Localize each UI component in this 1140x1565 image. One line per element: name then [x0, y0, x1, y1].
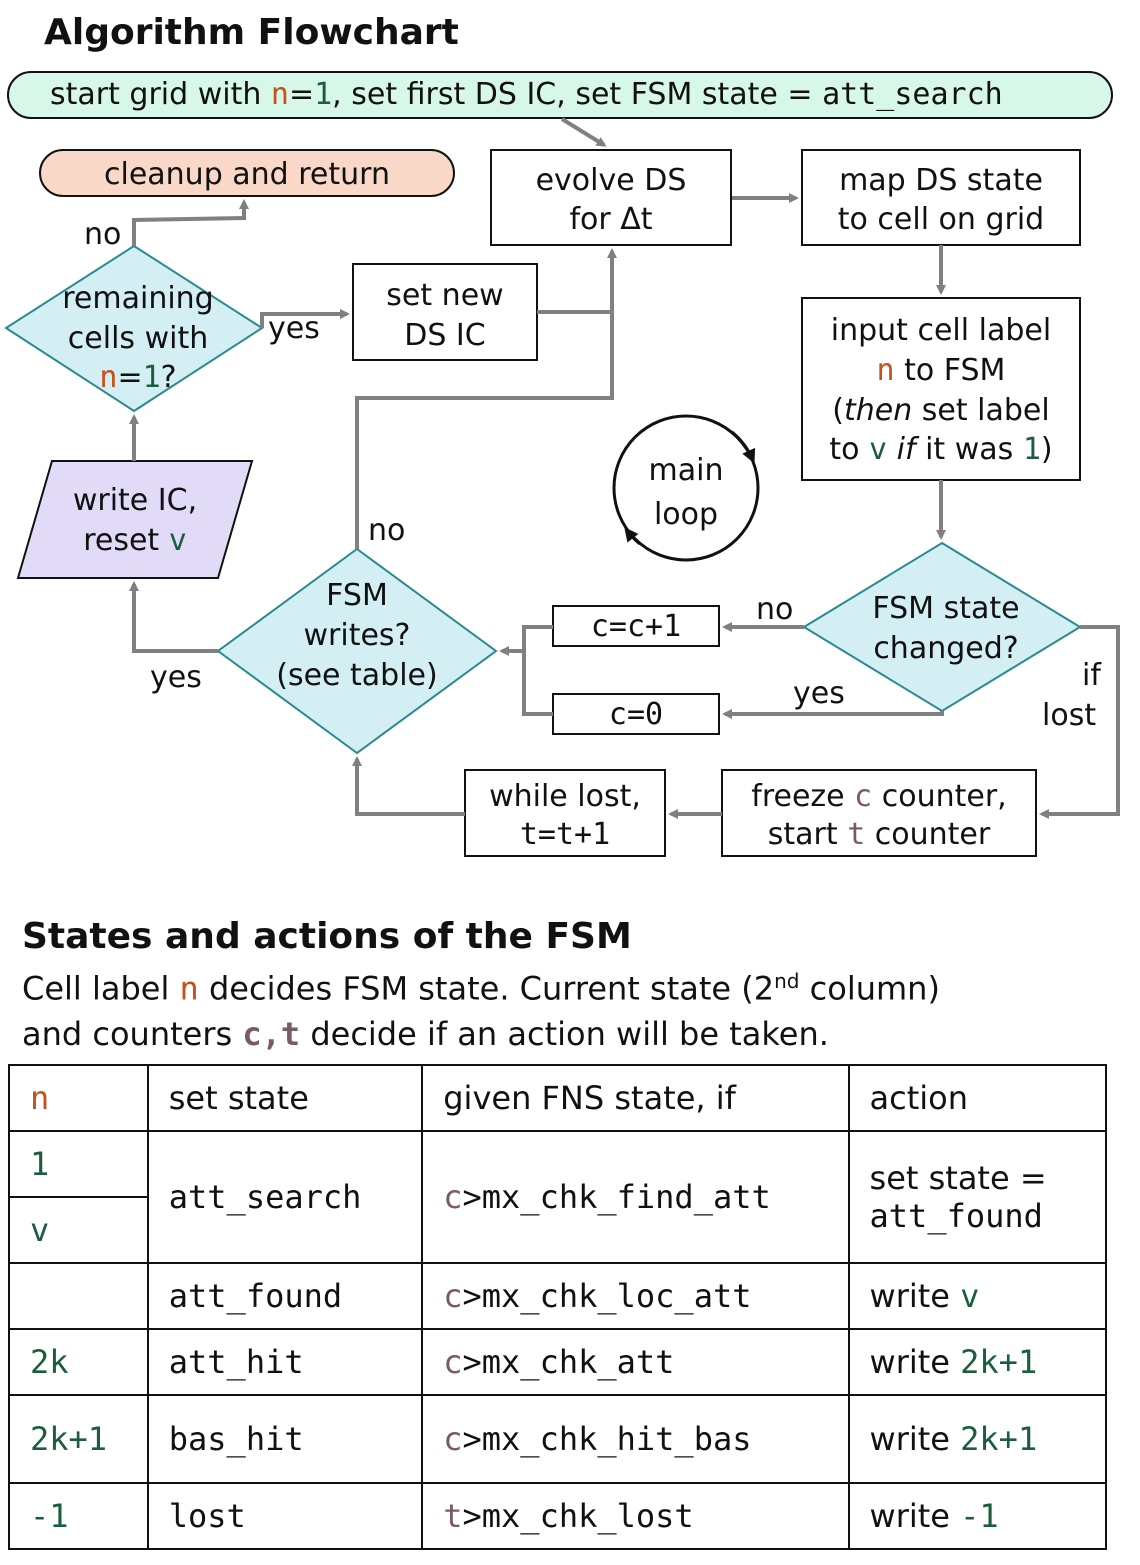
cell-state: bas_hit	[146, 1394, 424, 1484]
map-ds-line2: to cell on grid	[838, 202, 1044, 237]
cell-n	[8, 1262, 149, 1330]
c-reset-label: c=0	[609, 697, 663, 732]
set-new-ic-node	[352, 263, 538, 361]
cell-state: att_found	[146, 1262, 424, 1330]
main-loop-arrow-bottom	[624, 527, 641, 546]
fsm-writes-decision	[216, 547, 498, 755]
input-cell-line2: n to FSM	[877, 353, 1006, 388]
fsm-changed-line2: changed?	[873, 631, 1018, 666]
table-row: 2k att_hit c>mx_chk_att write 2k+1	[8, 1328, 1108, 1396]
cell-state: att_hit	[146, 1328, 424, 1396]
cell-action: set state =att_found	[847, 1130, 1108, 1264]
arrow-writes-no	[355, 248, 617, 549]
table-row: -1 lost t>mx_chk_lost write -1	[8, 1482, 1108, 1550]
cell-action: write -1	[847, 1482, 1108, 1550]
remaining-line3: n=1?	[99, 360, 176, 395]
set-new-line2: DS IC	[404, 318, 485, 353]
fsm-writes-line1: FSM	[326, 578, 388, 613]
cell-condition: c>mx_chk_loc_att	[421, 1262, 850, 1330]
label-lost: lost	[1042, 698, 1096, 733]
header-condition: given FNS state, if	[421, 1064, 850, 1132]
remaining-line1: remaining	[62, 281, 213, 316]
cell-action: write 2k+1	[847, 1394, 1108, 1484]
header-action: action	[847, 1064, 1108, 1132]
cell-action: write v	[847, 1262, 1108, 1330]
flowchart-title: Algorithm Flowchart	[44, 12, 459, 53]
cell-state: lost	[146, 1482, 424, 1550]
main-loop-line1: main	[649, 453, 724, 488]
arrow-while-to-writes	[352, 756, 465, 816]
cell-condition: c>mx_chk_find_att	[421, 1130, 850, 1264]
start-label: start grid with n=1, set first DS IC, se…	[50, 77, 1003, 112]
main-loop-circle	[612, 414, 760, 562]
remaining-line2: cells with	[68, 321, 208, 356]
fsm-table: n set state given FNS state, if action 1…	[8, 1064, 1108, 1550]
label-remaining-no: no	[84, 217, 121, 252]
arrow-counters-merge	[522, 625, 553, 716]
remaining-cells-decision	[4, 244, 264, 413]
fsm-changed-decision	[802, 541, 1082, 713]
table-row: 1 att_search c>mx_chk_find_att set state…	[8, 1130, 1108, 1264]
cell-condition: c>mx_chk_hit_bas	[421, 1394, 850, 1484]
input-cell-line4: to v if it was 1)	[829, 432, 1052, 467]
fsm-desc-line1: Cell label n decides FSM state. Current …	[22, 969, 940, 1008]
cell-action: write 2k+1	[847, 1328, 1108, 1396]
cell-condition: c>mx_chk_att	[421, 1328, 850, 1396]
input-cell-line1: input cell label	[831, 313, 1051, 348]
header-n: n	[8, 1064, 149, 1132]
cell-condition: t>mx_chk_lost	[421, 1482, 850, 1550]
write-ic-line1: write IC,	[73, 483, 197, 518]
while-lost-node	[464, 769, 666, 857]
cell-n: 1	[8, 1130, 149, 1198]
label-remaining-yes: yes	[268, 311, 320, 346]
table-row: v	[8, 1196, 1106, 1264]
arrow-start-to-evolve	[560, 117, 607, 147]
cell-n: -1	[8, 1482, 149, 1550]
cell-n: 2k+1	[8, 1394, 149, 1484]
write-ic-node	[16, 460, 254, 579]
cell-n: v	[8, 1196, 149, 1264]
label-changed-no: no	[756, 592, 793, 627]
fsm-section-title: States and actions of the FSM	[22, 916, 632, 957]
while-lost-line1: while lost,	[489, 779, 641, 814]
table-row: 2k+1 bas_hit c>mx_chk_hit_bas write 2k+1	[8, 1394, 1108, 1484]
cleanup-node	[39, 149, 455, 197]
label-if: if	[1082, 658, 1102, 693]
freeze-line2: start t counter	[768, 817, 991, 852]
table-header-row: n set state given FNS state, if action	[8, 1064, 1108, 1132]
freeze-counter-node	[721, 769, 1037, 857]
fsm-writes-line3: (see table)	[276, 658, 437, 693]
arrow-changed-lost	[1039, 625, 1120, 819]
flowchart-diagram: start grid with n=1, set first DS IC, se…	[4, 71, 1120, 857]
evolve-ds-line2: for Δt	[569, 202, 652, 237]
arrow-remaining-no	[132, 199, 249, 246]
label-writes-no: no	[368, 513, 405, 548]
main-loop-arrow-top	[731, 430, 756, 464]
start-node	[7, 71, 1113, 119]
freeze-line1: freeze c counter,	[751, 779, 1006, 814]
evolve-ds-line1: evolve DS	[536, 163, 687, 198]
c-increment-label: c=c+1	[591, 609, 681, 644]
header-set-state: set state	[146, 1064, 424, 1132]
write-ic-line2: reset v	[83, 523, 187, 558]
cell-state: att_search	[146, 1130, 424, 1264]
fsm-desc-line2: and counters c,t decide if an action wil…	[22, 1014, 829, 1053]
arrow-writes-yes	[129, 581, 218, 653]
label-writes-yes: yes	[150, 660, 202, 695]
arrow-remaining-yes	[260, 309, 350, 328]
cleanup-label: cleanup and return	[104, 157, 390, 192]
fsm-changed-line1: FSM state	[872, 591, 1019, 626]
label-changed-yes: yes	[793, 676, 845, 711]
arrow-changed-yes	[722, 709, 944, 719]
input-cell-line3: (then set label	[832, 393, 1049, 428]
main-loop-line2: loop	[654, 497, 718, 532]
fsm-writes-line2: writes?	[304, 618, 411, 653]
while-lost-line2: t=t+1	[520, 817, 610, 852]
set-new-line1: set new	[386, 278, 503, 313]
evolve-ds-node	[490, 149, 732, 246]
cell-n: 2k	[8, 1328, 149, 1396]
table-row: att_found c>mx_chk_loc_att write v	[8, 1262, 1108, 1330]
map-ds-line1: map DS state	[839, 163, 1043, 198]
fsm-section-description: Cell label n decides FSM state. Current …	[22, 959, 1122, 1057]
